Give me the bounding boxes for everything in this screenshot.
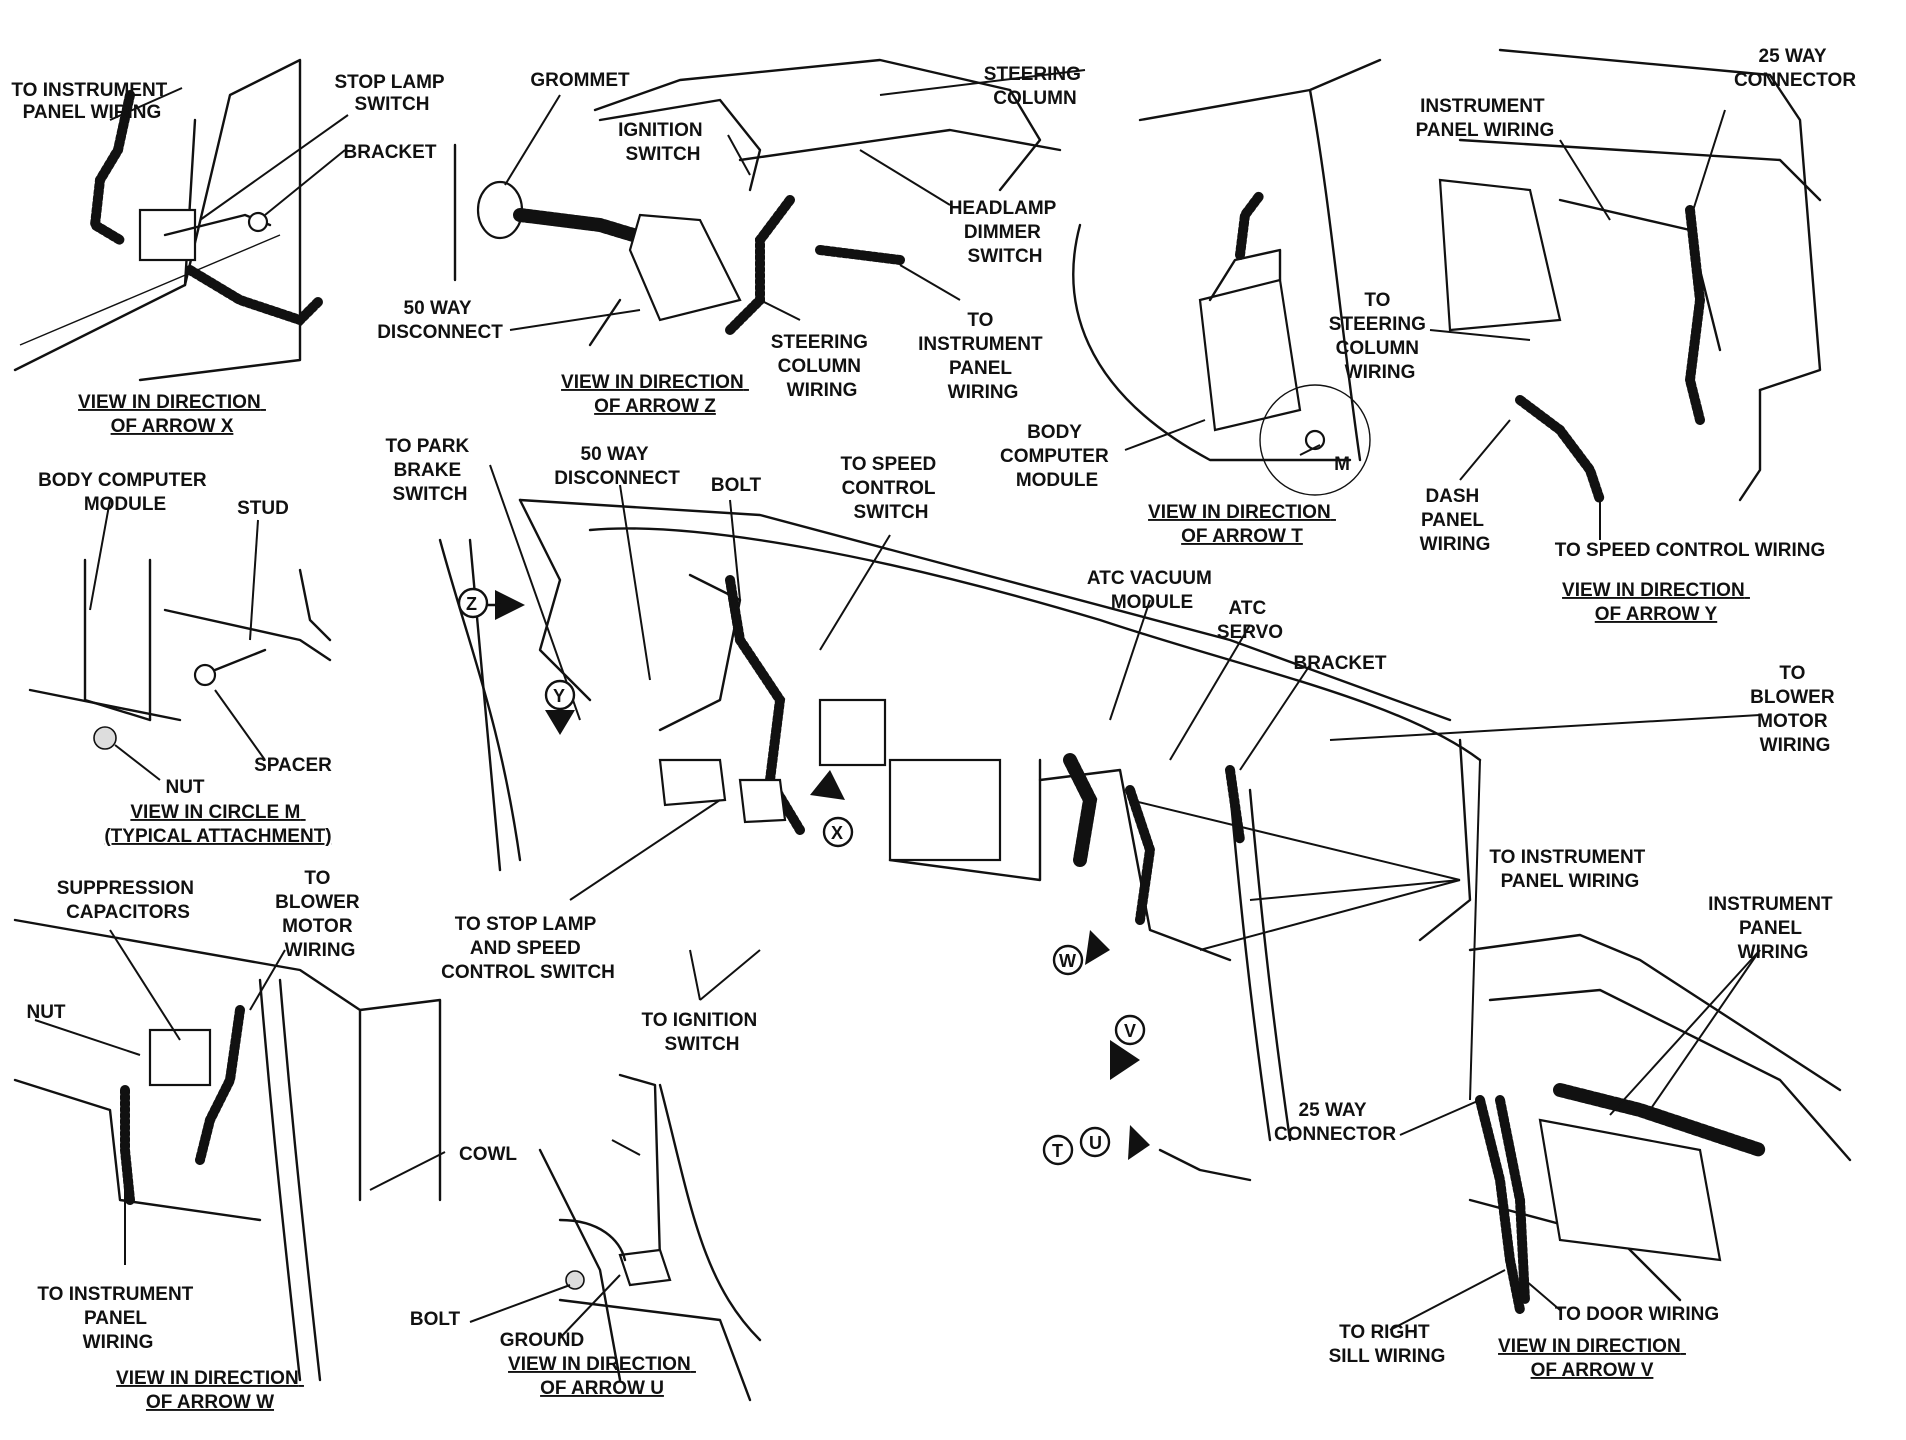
view-arrow-v (1389, 933, 1852, 1331)
label-body-computer-module-m: BODY COMPUTER MODULE (38, 470, 212, 515)
arrow-badge-z: Z (457, 587, 525, 620)
arrow-badge-w: W (1052, 930, 1110, 976)
label-to-blower-motor-wiring-w: TO BLOWER MOTOR WIRING (275, 868, 365, 961)
label-to-stop-lamp-and-speed-control-switch: TO STOP LAMP AND SPEED CONTROL SWITCH (441, 914, 615, 983)
svg-text:Z: Z (466, 594, 477, 614)
label-bracket-x: BRACKET (344, 142, 437, 163)
caption-arrow-x: VIEW IN DIRECTION OF ARROW X (78, 392, 266, 437)
svg-text:U: U (1089, 1133, 1102, 1153)
label-stop-lamp-switch: STOP LAMP SWITCH (334, 72, 449, 115)
arrow-badges: Z Y X W V T U (457, 587, 1150, 1166)
label-to-instrument-panel-wiring-w: TO INSTRUMENT PANEL WIRING (37, 1284, 198, 1353)
caption-arrow-z: VIEW IN DIRECTION OF ARROW Z (561, 372, 749, 417)
label-25-way-connector-main: 25 WAY CONNECTOR (1274, 1100, 1396, 1145)
view-arrow-x (13, 58, 349, 382)
label-to-steering-column-wiring: TO STEERING COLUMN WIRING (1329, 290, 1431, 383)
label-to-instrument-panel-wiring-x: TO INSTRUMENT PANEL WIRING (11, 80, 172, 123)
main-dashboard-view (438, 464, 1761, 1182)
svg-text:Y: Y (553, 686, 565, 706)
label-to-instrument-panel-wiring-main: TO INSTRUMENT PANEL WIRING (1489, 847, 1650, 892)
label-atc-servo: ATC SERVO (1217, 598, 1283, 643)
view-arrow-z (453, 58, 1086, 347)
view-arrow-w (13, 918, 446, 1382)
label-ignition-switch: IGNITION SWITCH (618, 120, 708, 165)
caption-circle-m: VIEW IN CIRCLE M (TYPICAL ATTACHMENT) (104, 802, 331, 847)
caption-arrow-v: VIEW IN DIRECTION OF ARROW V (1498, 1336, 1686, 1381)
label-cowl: COWL (459, 1144, 517, 1165)
label-to-instrument-panel-wiring-z: TO INSTRUMENT PANEL WIRING (918, 310, 1048, 403)
label-m-marker: M (1334, 454, 1350, 475)
label-grommet: GROMMET (530, 70, 630, 91)
view-circle-m (28, 499, 332, 781)
label-to-park-brake-switch: TO PARK BRAKE SWITCH (385, 436, 474, 505)
arrow-badge-x: X (810, 770, 854, 848)
label-nut-w: NUT (26, 1002, 65, 1023)
label-instrument-panel-wiring-v: INSTRUMENT PANEL WIRING (1708, 894, 1838, 963)
label-nut-m: NUT (165, 777, 204, 798)
caption-arrow-u: VIEW IN DIRECTION OF ARROW U (508, 1354, 696, 1399)
label-to-blower-motor-wiring-main: TO BLOWER MOTOR WIRING (1750, 663, 1840, 756)
arrow-badge-y: Y (544, 679, 576, 735)
label-steering-column: STEERING COLUMN (984, 64, 1086, 109)
label-stud: STUD (237, 498, 289, 519)
arrow-badge-u: U (1079, 1125, 1150, 1160)
label-25-way-connector-y: 25 WAY CONNECTOR (1734, 46, 1856, 91)
label-bracket-main: BRACKET (1294, 653, 1387, 674)
label-to-speed-control-switch: TO SPEED CONTROL SWITCH (840, 454, 941, 523)
svg-text:T: T (1052, 1141, 1063, 1161)
label-50-way-disconnect-z: 50 WAY DISCONNECT (377, 298, 503, 343)
arrow-badge-t: T (1042, 1134, 1074, 1166)
labels: TO INSTRUMENT PANEL WIRING STOP LAMP SWI… (11, 46, 1856, 1367)
label-to-right-sill-wiring: TO RIGHT SILL WIRING (1329, 1322, 1446, 1367)
view-arrow-y (1429, 48, 1822, 540)
label-bolt-u: BOLT (410, 1309, 461, 1330)
label-spacer: SPACER (254, 755, 332, 776)
view-arrow-t (1072, 58, 1382, 496)
view-captions: VIEW IN DIRECTION OF ARROW X VIEW IN DIR… (78, 372, 1750, 1413)
caption-arrow-w: VIEW IN DIRECTION OF ARROW W (116, 1368, 304, 1413)
label-atc-vacuum-module: ATC VACUUM MODULE (1087, 568, 1217, 613)
label-suppression-capacitors: SUPPRESSION CAPACITORS (57, 878, 200, 923)
arrow-badge-v: V (1110, 1014, 1146, 1080)
svg-text:X: X (831, 823, 843, 843)
label-50-way-disconnect-main: 50 WAY DISCONNECT (554, 444, 680, 489)
svg-text:V: V (1124, 1021, 1136, 1041)
view-arrow-u (469, 1073, 762, 1402)
label-ground: GROUND (500, 1330, 584, 1351)
label-headlamp-dimmer-switch: HEADLAMP DIMMER SWITCH (949, 198, 1062, 267)
label-to-ignition-switch: TO IGNITION SWITCH (641, 1010, 762, 1055)
label-dash-panel-wiring: DASH PANEL WIRING (1420, 486, 1491, 555)
svg-text:W: W (1059, 951, 1076, 971)
label-to-door-wiring: TO DOOR WIRING (1555, 1304, 1719, 1325)
label-body-computer-module-t: BODY COMPUTER MODULE (1000, 422, 1114, 491)
label-to-speed-control-wiring: TO SPEED CONTROL WIRING (1555, 540, 1826, 561)
caption-arrow-y: VIEW IN DIRECTION OF ARROW Y (1562, 580, 1750, 625)
label-bolt-main: BOLT (711, 475, 762, 496)
label-steering-column-wiring-z: STEERING COLUMN WIRING (771, 332, 873, 401)
caption-arrow-t: VIEW IN DIRECTION OF ARROW T (1148, 502, 1336, 547)
label-instrument-panel-wiring-y: INSTRUMENT PANEL WIRING (1416, 96, 1555, 141)
